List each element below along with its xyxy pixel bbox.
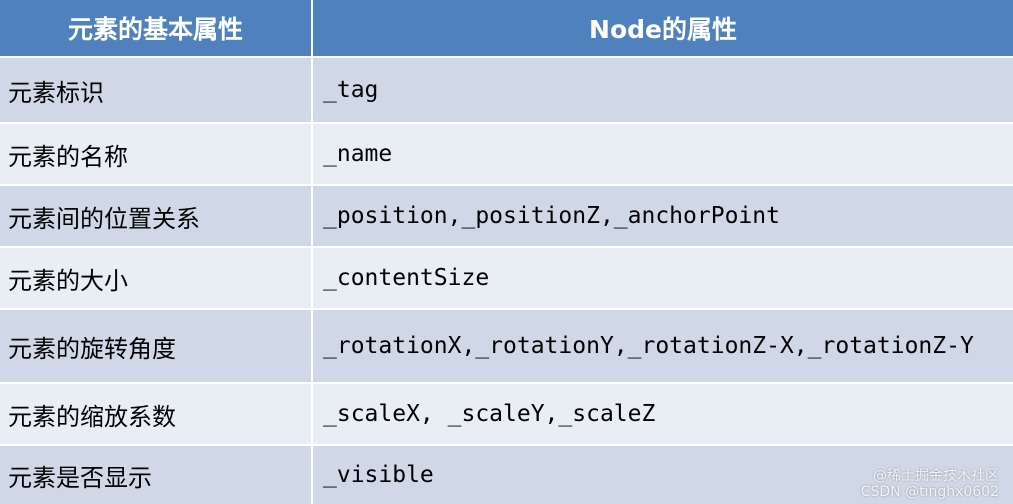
row-value: _contentSize — [311, 248, 1013, 308]
row-label: 元素的旋转角度 — [8, 334, 176, 363]
row-label: 元素的名称 — [8, 142, 128, 171]
row-label: 元素的缩放系数 — [8, 402, 176, 431]
row-value: _rotationX,_rotationY,_rotationZ-X,_rota… — [311, 310, 1013, 382]
row-value: _name — [311, 124, 1013, 184]
table-row: 元素间的位置关系 _position,_positionZ,_anchorPoi… — [0, 184, 1013, 246]
header-node-attributes: Node的属性 — [311, 0, 1013, 56]
table-row: 元素标识 _tag — [0, 56, 1013, 122]
row-label: 元素的大小 — [8, 266, 128, 295]
header-basic-attributes: 元素的基本属性 — [67, 15, 243, 44]
table-row: 元素的旋转角度 _rotationX,_rotationY,_rotationZ… — [0, 308, 1013, 382]
row-label: 元素是否显示 — [8, 463, 152, 492]
watermark-line-1: @稀土掘金技术社区 — [873, 468, 999, 484]
table-row: 元素的缩放系数 _scaleX, _scaleY,_scaleZ — [0, 382, 1013, 444]
table-row: 元素是否显示 _visible — [0, 444, 1013, 504]
table-row: 元素的大小 _contentSize — [0, 246, 1013, 308]
table-header-row: 元素的基本属性 Node的属性 — [0, 0, 1013, 56]
row-value: _position,_positionZ,_anchorPoint — [311, 186, 1013, 246]
watermark-line-2: CSDN @tinghx0602 — [860, 484, 999, 500]
row-label: 元素标识 — [8, 78, 104, 107]
row-value: _scaleX, _scaleY,_scaleZ — [311, 384, 1013, 444]
watermark: @稀土掘金技术社区 CSDN @tinghx0602 — [861, 468, 999, 500]
row-label: 元素间的位置关系 — [8, 204, 200, 233]
table-row: 元素的名称 _name — [0, 122, 1013, 184]
row-value: _visible — [311, 446, 1013, 504]
row-value: _tag — [311, 58, 1013, 122]
